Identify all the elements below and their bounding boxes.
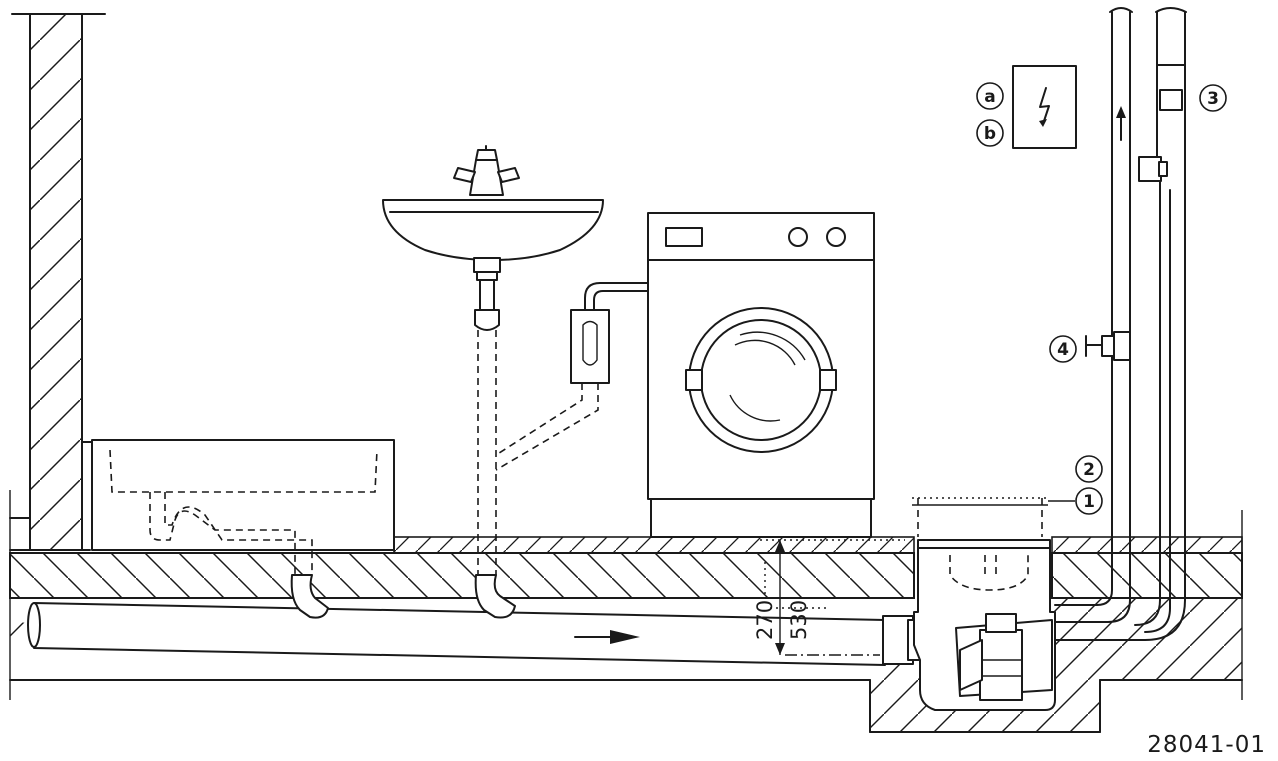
dim-530: 530	[787, 600, 811, 640]
bathtub	[91, 439, 395, 619]
callout-1-label: 1	[1083, 492, 1095, 512]
callout-2: 2	[1075, 455, 1103, 483]
callout-b-label: b	[984, 124, 996, 144]
dim-270: 270	[753, 600, 777, 640]
foundation	[9, 598, 1243, 733]
gate-valve	[1085, 331, 1131, 361]
lifting-station	[912, 497, 1056, 711]
callout-3-label: 3	[1207, 89, 1219, 109]
floor-slab	[9, 490, 1243, 700]
callout-4: 4	[1049, 335, 1077, 363]
dimension-lines: 270 530	[753, 539, 905, 656]
drawing-code: 28041-01	[1147, 732, 1266, 758]
lightning-icon	[1039, 87, 1050, 125]
washing-machine	[495, 212, 875, 538]
pressure-pipe	[1054, 7, 1133, 623]
flow-arrow	[574, 630, 640, 644]
callout-1: 1	[1048, 487, 1103, 515]
sewer-pipe	[27, 602, 925, 666]
callout-3: 3	[1199, 84, 1227, 112]
callout-a-label: a	[984, 87, 995, 107]
control-box	[1012, 65, 1077, 149]
callout-4-label: 4	[1057, 340, 1069, 360]
vent-pipe	[1054, 7, 1187, 641]
washbasin	[382, 145, 604, 619]
callout-b: b	[976, 119, 1004, 147]
callout-2-label: 2	[1083, 460, 1095, 480]
callout-a: a	[976, 82, 1004, 110]
